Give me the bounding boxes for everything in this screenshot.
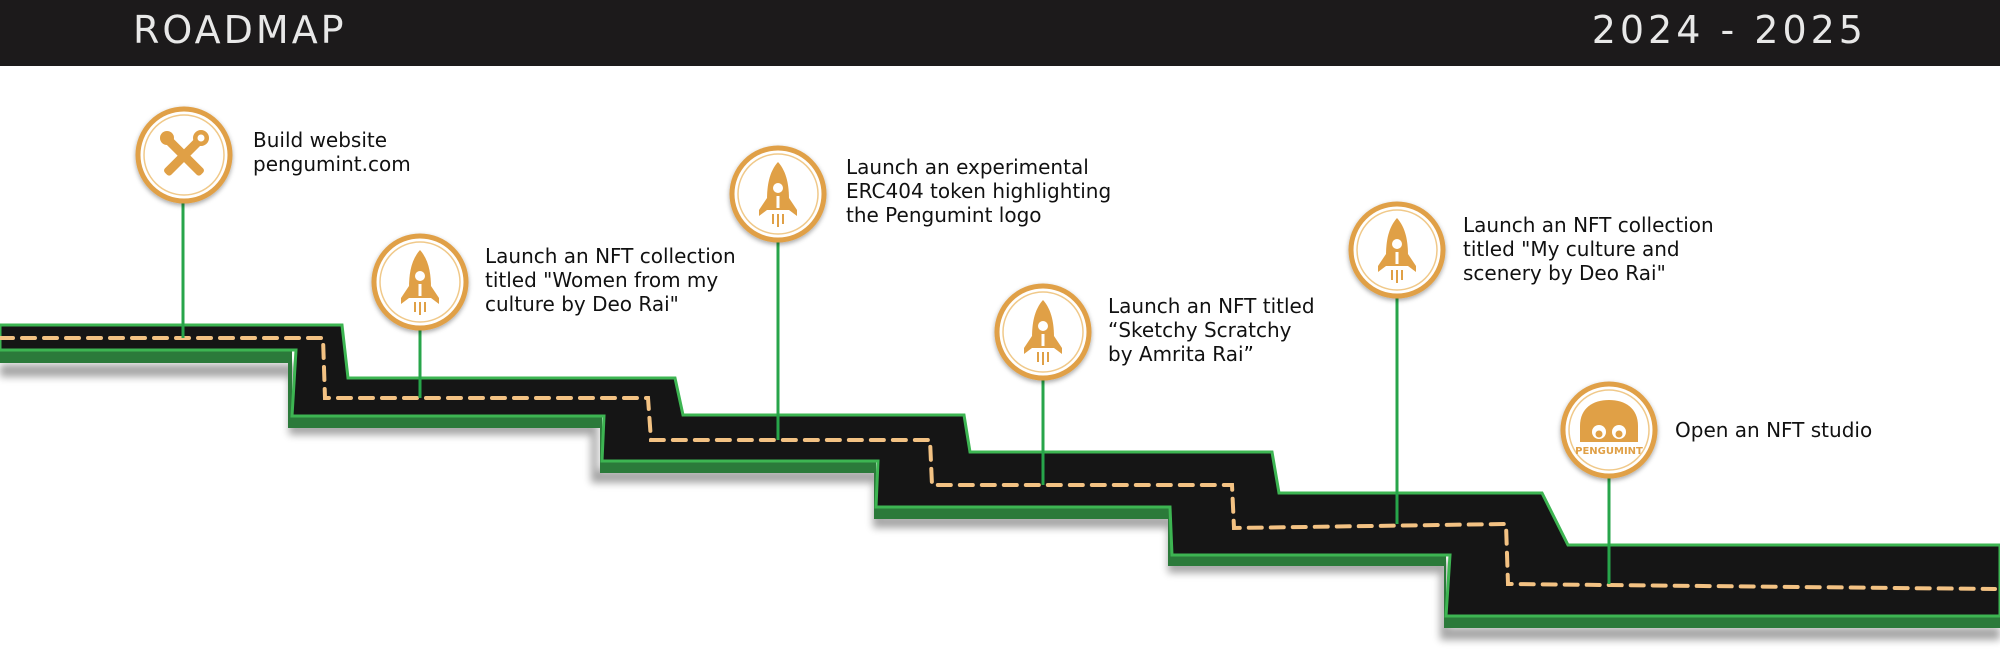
- year-range: 2024 - 2025: [1591, 8, 1867, 52]
- header-bar: ROADMAP 2024 - 2025: [0, 0, 2000, 66]
- milestone-line: Build website: [253, 128, 388, 152]
- rocket-icon: [1024, 300, 1062, 365]
- milestone-line: “Sketchy Scratchy: [1108, 318, 1292, 342]
- road-shadow: [0, 364, 2000, 640]
- road-base: [0, 350, 2000, 628]
- milestone-4-text: Launch an NFT titled “Sketchy Scratchy b…: [1108, 294, 1315, 366]
- tools-icon: [160, 130, 209, 176]
- pengumint-logo-text: PENGUMINT: [1575, 446, 1643, 457]
- rocket-icon: [1378, 218, 1416, 283]
- milestone-line: scenery by Deo Rai": [1463, 261, 1666, 285]
- milestone-line: Open an NFT studio: [1675, 418, 1873, 442]
- pengumint-logo-icon: PENGUMINT: [1575, 400, 1643, 457]
- milestone-2-text: Launch an NFT collection titled "Women f…: [485, 244, 736, 316]
- milestone-line: the Pengumint logo: [846, 203, 1042, 227]
- milestone-line: titled "Women from my: [485, 268, 719, 292]
- milestone-stems: [181, 200, 1611, 584]
- milestone-line: Launch an NFT collection: [485, 244, 736, 268]
- milestone-line: by Amrita Rai”: [1108, 342, 1254, 366]
- milestone-line: pengumint.com: [253, 152, 411, 176]
- road-surface: [0, 323, 2000, 618]
- milestone-6-text: Open an NFT studio: [1675, 418, 1872, 442]
- milestone-line: Launch an NFT collection: [1463, 213, 1714, 237]
- page-title: ROADMAP: [133, 8, 347, 52]
- milestone-3-text: Launch an experimental ERC404 token high…: [846, 155, 1111, 227]
- milestone-line: titled "My culture and: [1463, 237, 1680, 261]
- road-center-dashes: [0, 336, 1997, 591]
- milestone-line: culture by Deo Rai": [485, 292, 679, 316]
- rocket-icon: [759, 162, 797, 227]
- milestone-line: Launch an experimental: [846, 155, 1089, 179]
- milestone-line: ERC404 token highlighting: [846, 179, 1112, 203]
- rocket-icon: [401, 250, 439, 315]
- milestone-1-text: Build website pengumint.com: [253, 128, 411, 176]
- milestone-5-text: Launch an NFT collection titled "My cult…: [1463, 213, 1714, 285]
- milestone-line: Launch an NFT titled: [1108, 294, 1315, 318]
